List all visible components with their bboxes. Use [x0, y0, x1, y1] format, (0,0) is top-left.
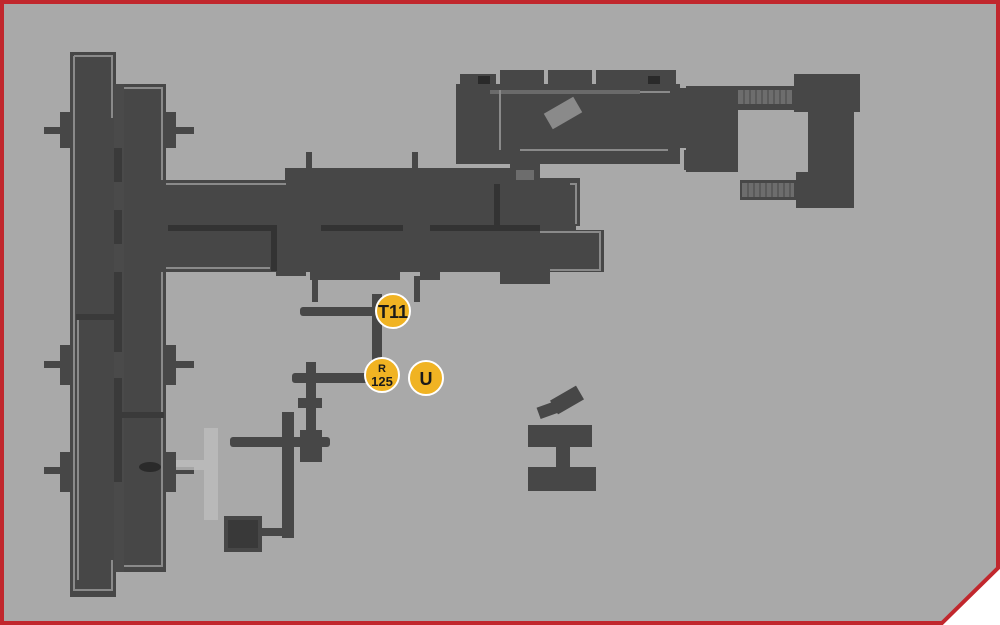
- isolated-structure: [528, 385, 596, 491]
- top-right-complex-details: [478, 76, 794, 197]
- marker-r125-label-top: R: [378, 363, 386, 375]
- marker-r125[interactable]: R 125: [364, 357, 400, 393]
- horizontal-wing-walls: [168, 184, 540, 271]
- small-room: [228, 520, 258, 548]
- marker-u[interactable]: U: [408, 360, 444, 396]
- horizontal-wing-outline: [166, 183, 601, 271]
- marker-u-label: U: [420, 369, 433, 389]
- marker-t11[interactable]: T11: [375, 293, 411, 329]
- left-building-outline: [73, 55, 163, 591]
- left-building-inner-walls: [76, 148, 164, 482]
- marker-t11-label: T11: [378, 302, 408, 322]
- marker-r125-label-bottom: 125: [371, 374, 393, 389]
- faded-corridors: [176, 428, 218, 520]
